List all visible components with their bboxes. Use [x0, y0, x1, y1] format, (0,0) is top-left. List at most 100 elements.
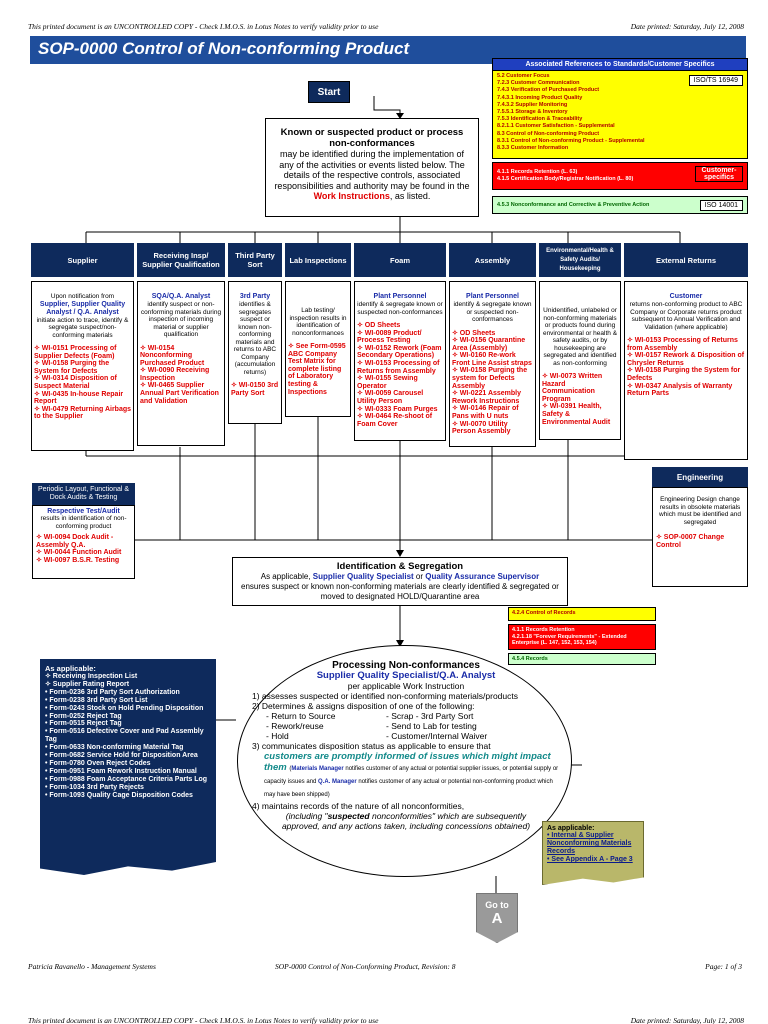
column-desc: identify & segregate known or suspected … [453, 301, 532, 323]
records-references: 4.2.4 Control of Records 4.1.1 Records R… [508, 607, 656, 669]
forms-heading: As applicable: [45, 664, 96, 673]
column-items: ✧ WI-0154 Nonconforming Purchased Produc… [140, 345, 222, 406]
records-red-item: 4.2.1.18 "Forever Requirements" - Extend… [512, 633, 627, 647]
work-instruction: ✧ WI-0044 Function Audit [36, 549, 122, 556]
sop-reference: ✧ SOP-0007 Change Control [656, 534, 725, 549]
highlight-text: customers are promptly informed of issue… [264, 751, 551, 773]
work-instruction: ✧ WI-0153 Processing of Returns from Ass… [357, 359, 440, 375]
customer-specific-item: 4.1.1 Records Retention (L. 63) [497, 169, 578, 175]
work-instruction: ✧ WI-0089 Product/ Process Testing [357, 329, 422, 345]
processing-step3: 3) communicates disposition status as ap… [252, 741, 491, 751]
column-body: Unidentified, unlabeled or non-conformin… [539, 281, 621, 440]
column-desc: identify suspect or non-conforming mater… [140, 301, 222, 338]
column-role: Plant Personnel [466, 293, 519, 300]
column-header: Receiving Insp/ Supplier Qualification [137, 243, 225, 277]
processing-ellipse [237, 645, 572, 877]
work-instruction: ✧ OD Sheets [452, 329, 496, 337]
periodic-role: Respective Test/Audit [47, 508, 120, 515]
engineering-items: ✧ SOP-0007 Change Control [656, 534, 744, 549]
records-note-item: • See Appendix A - Page 3 [547, 856, 633, 863]
records-red-item: 4.1.1 Records Retention [512, 627, 575, 633]
work-instruction: ✧ WI-0158 Purging the system for Defects… [452, 367, 528, 390]
qa-manager: Q.A. Manager [318, 779, 357, 785]
processing-content: Processing Non-conformances Supplier Qua… [248, 661, 564, 832]
forms-items: ✧ Receiving Inspection List✧ Supplier Ra… [45, 673, 211, 800]
footer-disclaimer: This printed document is an UNCONTROLLED… [28, 1016, 379, 1024]
iso-ts-item: 7.4.3 Verification of Purchased Product [497, 87, 600, 94]
iso-ts-item: 7.4.3.2 Supplier Monitoring [497, 101, 568, 108]
disposition-options: - Return to Source- Rework/reuse- Hold -… [266, 711, 564, 741]
periodic-items: ✧ WI-0094 Dock Audit - Assembly Q.A.✧ WI… [36, 534, 131, 564]
footer-author: Patricia Ravanello - Management Systems [28, 962, 156, 971]
goto-connector: Go to A [476, 893, 518, 943]
work-instruction: ✧ OD Sheets [357, 322, 401, 329]
form-item: • Form-1034 3rd Party Rejects [45, 783, 144, 791]
column-header: Assembly [449, 243, 536, 277]
disposition-option: - Hold [266, 731, 289, 741]
form-item: • Form-0516 Defective Cover and Pad Asse… [45, 728, 204, 744]
intro-tail: , as listed. [389, 191, 431, 201]
ident-role2: Quality Assurance Supervisor [425, 572, 540, 581]
work-instruction: ✧ WI-0155 Sewing Operator [357, 375, 418, 390]
work-instruction: ✧ WI-0158 Purging the System for Defects [627, 367, 741, 382]
iso-ts-item: 7.4.3.1 Incoming Product Quality [497, 94, 583, 101]
records-iso-ts: 4.2.4 Control of Records [508, 607, 656, 621]
ident-body: ensures suspect or known non-conforming … [241, 582, 559, 601]
form-item: • Form-0515 Reject Tag [45, 720, 122, 728]
column-header: Environmental/Health & Safety Audits/ Ho… [539, 243, 621, 277]
step4b-em: suspected [327, 811, 370, 821]
column-items: ✧ OD Sheets✧ WI-0089 Product/ Process Te… [357, 322, 443, 428]
work-instruction: ✧ WI-0157 Rework & Disposition of Chrysl… [627, 352, 745, 367]
processing-step4: 4) maintains records of the nature of al… [252, 801, 465, 811]
standards-references: Associated References to Standards/Custo… [492, 58, 748, 222]
iso-14001-section: 4.5.3 Nonconformance and Corrective & Pr… [492, 196, 748, 214]
identification-body: As applicable, Supplier Quality Speciali… [239, 572, 561, 602]
engineering-body: Engineering Design change results in obs… [652, 487, 748, 587]
options-right: - Scrap - 3rd Party Sort- Send to Lab fo… [386, 711, 487, 741]
iso-ts-item: 7.5.3 Identification & Traceability [497, 116, 583, 123]
processing-sub: per applicable Work Instruction [347, 681, 465, 691]
column-lead: Upon notification from [50, 293, 115, 300]
column-header: Lab Inspections [285, 243, 351, 277]
column-role: 3rd Party [239, 293, 271, 300]
intro-body: may be identified during the implementat… [272, 149, 472, 202]
identification-box: Identification & Segregation As applicab… [232, 557, 568, 606]
work-instructions-link: Work Instructions [313, 191, 390, 201]
footer-date: Date printed: Saturday, July 12, 2008 [630, 1016, 744, 1024]
intro-heading: Known or suspected product or process no… [280, 127, 464, 149]
work-instruction: ✧ WI-0479 Returning Airbags to the Suppl… [34, 405, 132, 421]
periodic-desc: results in identification of non-conform… [40, 515, 127, 530]
start-node: Start [308, 81, 350, 103]
column-header: External Returns [624, 243, 748, 277]
options-left: - Return to Source- Rework/reuse- Hold [266, 711, 386, 741]
processing-step4b: (including "suspected nonconformities" w… [268, 811, 544, 831]
column-header: Foam [354, 243, 446, 277]
work-instruction: ✧ WI-0094 Dock Audit - Assembly Q.A. [36, 534, 114, 549]
work-instruction: ✧ WI-0151 Processing of Supplier Defects… [34, 345, 117, 360]
work-instruction: ✧ WI-0160 Re-work Front Line Assist stra… [452, 352, 532, 367]
form-item: ✧ Supplier Rating Report [45, 680, 130, 688]
column-header: Supplier [31, 243, 134, 277]
header-date: Date printed: Saturday, July 12, 2008 [630, 22, 744, 31]
customer-specific-item: 4.1.5 Certification Body/Registrar Notif… [497, 176, 634, 182]
step4b-post: nonconformities" which are subsequently … [281, 811, 531, 831]
engineering-header: Engineering [652, 467, 748, 487]
qa-text: notifies customer of any actual or poten… [264, 779, 553, 798]
disposition-option: - Return to Source [266, 711, 336, 721]
notification-note: (Materials Manager notifies customer of … [264, 766, 559, 798]
work-instruction: ✧ WI-0073 Written Hazard Communication P… [542, 373, 603, 403]
work-instruction: ✧ WI-0314 Disposition of Suspect Materia… [34, 375, 117, 390]
work-instruction: ✧ WI-0152 Rework (Foam Secondary Operati… [357, 344, 442, 360]
work-instruction: ✧ WI-0156 Quarantine Area (Assembly) [452, 337, 526, 352]
iso-14001-item: 4.5.3 Nonconformance and Corrective & Pr… [497, 202, 650, 208]
work-instruction: ✧ WI-0070 Utility Person Assembly [452, 420, 511, 436]
